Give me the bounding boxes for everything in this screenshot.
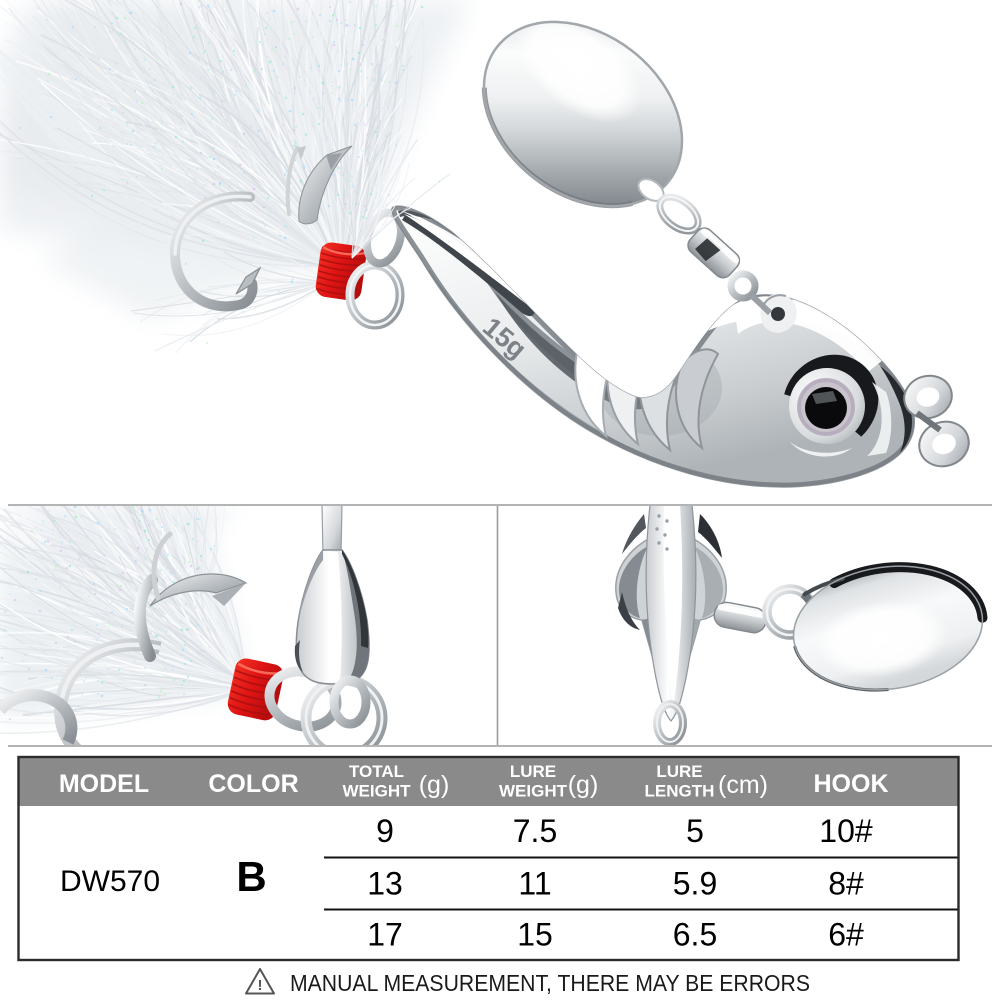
svg-text:5: 5 [686,813,704,849]
svg-text:MODEL: MODEL [59,770,149,798]
svg-text:WEIGHT: WEIGHT [343,782,412,801]
svg-text:8#: 8# [828,866,864,902]
svg-text:LENGTH: LENGTH [645,782,715,801]
svg-text:13: 13 [367,866,403,902]
svg-text:6#: 6# [828,917,864,953]
svg-text:LURE: LURE [656,762,702,781]
svg-text:DW570: DW570 [60,865,160,898]
svg-text:!: ! [258,977,263,994]
svg-text:COLOR: COLOR [208,770,298,798]
svg-text:WEIGHT: WEIGHT [499,782,568,801]
svg-text:6.5: 6.5 [673,917,717,953]
svg-text:(g): (g) [419,771,450,799]
svg-text:MANUAL MEASUREMENT, THERE MAY: MANUAL MEASUREMENT, THERE MAY BE ERRORS [290,970,810,996]
svg-text:LURE: LURE [510,762,556,781]
svg-text:5.9: 5.9 [673,866,717,902]
svg-text:17: 17 [367,917,403,953]
svg-text:9: 9 [376,813,394,849]
svg-text:TOTAL: TOTAL [349,762,404,781]
svg-text:11: 11 [518,866,551,902]
svg-text:(cm): (cm) [718,771,768,799]
svg-text:B: B [236,853,266,900]
svg-text:(g): (g) [568,771,599,799]
svg-text:10#: 10# [819,813,873,849]
svg-text:HOOK: HOOK [814,770,889,798]
svg-text:15: 15 [517,917,553,953]
svg-text:7.5: 7.5 [513,813,557,849]
